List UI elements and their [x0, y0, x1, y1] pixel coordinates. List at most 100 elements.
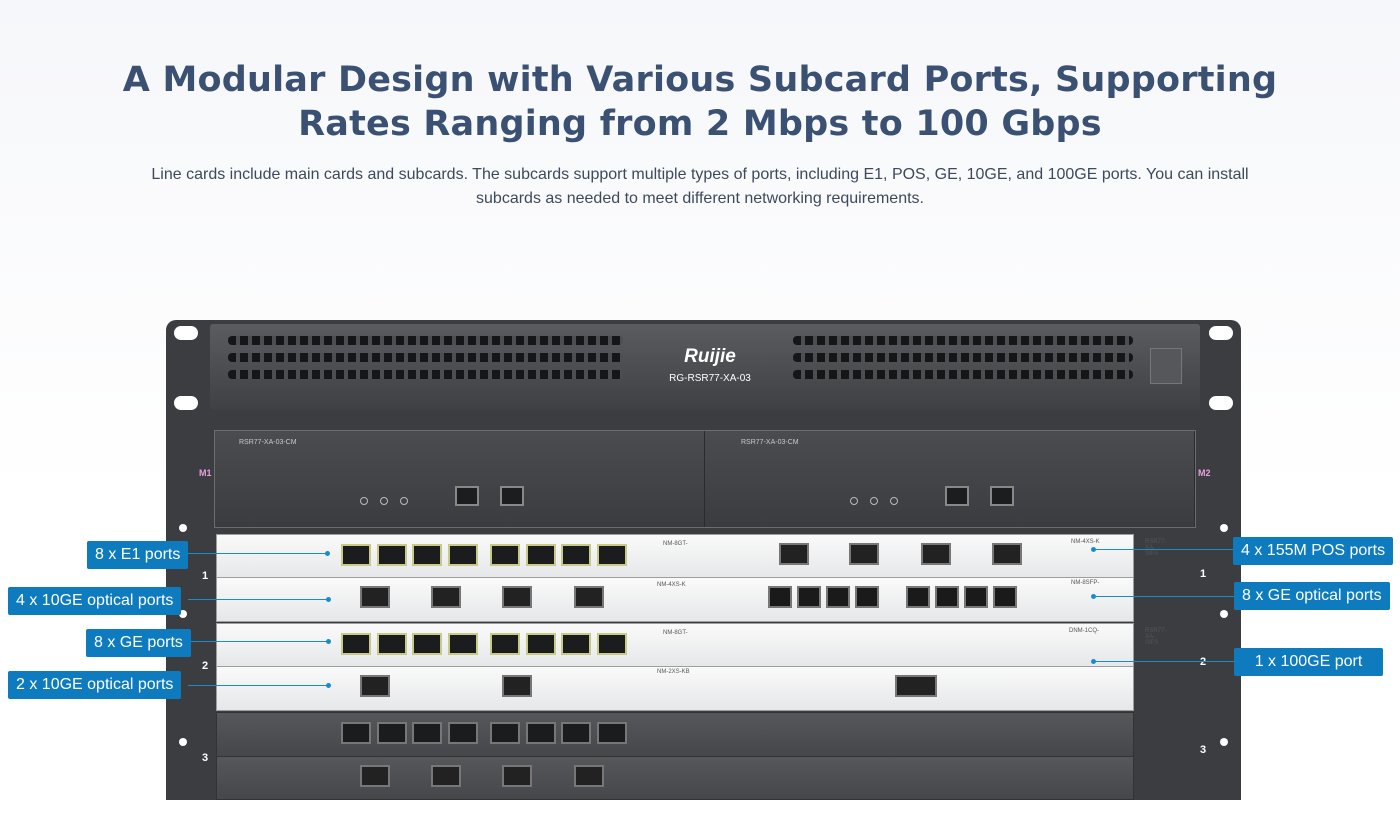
rack-ear-hole — [1209, 326, 1233, 340]
rack-ear-hole — [174, 326, 198, 340]
ge-port — [341, 722, 371, 744]
slot-number: 3 — [1200, 744, 1207, 756]
callout-e1-ports: 8 x E1 ports — [87, 541, 189, 569]
callout-dot — [1091, 659, 1096, 664]
subcard-10ge: NM-4XS-K NM-8SFP- — [216, 577, 1134, 622]
callout-dot — [325, 551, 330, 556]
ge-port — [448, 633, 478, 655]
e1-port — [377, 544, 407, 566]
mgmt-card-name: RSR77-XA-03-CM — [239, 439, 297, 446]
card-model: NM-8SFP- — [1071, 580, 1100, 586]
ge-port — [377, 722, 407, 744]
rack-hole — [1220, 610, 1228, 618]
callout-dot — [326, 597, 331, 602]
subcard-slot3 — [216, 712, 1134, 757]
rack-hole — [1220, 524, 1228, 532]
rack-hole — [1220, 738, 1228, 746]
callout-ge-ports: 8 x GE ports — [86, 629, 191, 657]
callout-leader — [1094, 661, 1234, 662]
e1-port — [526, 544, 556, 566]
console-port — [990, 486, 1014, 506]
ge-port — [597, 722, 627, 744]
mgmt-card-m2: RSR77-XA-03-CM — [705, 431, 1195, 527]
ge-port — [412, 633, 442, 655]
slot-label-m2: M2 — [1198, 468, 1211, 478]
ge-port — [526, 633, 556, 655]
status-led — [850, 497, 858, 505]
ge-optical-port — [935, 586, 959, 608]
card-model: DNM-1CQ- — [1069, 628, 1099, 634]
chassis-front-panel: Ruijie RG-RSR77-XA-03 — [210, 324, 1200, 410]
card-model: NM-2XS-KB — [657, 669, 690, 675]
card-model: NM-8GT- — [663, 630, 688, 636]
pos-port — [849, 543, 879, 565]
callout-100ge-port: 1 x 100GE port — [1234, 648, 1383, 676]
subcard-ge: NM-8GT- DNM-1CQ- RSR77-XA-SIP3 — [216, 623, 1166, 668]
slot-label-m1: M1 — [199, 468, 212, 478]
ge-port — [597, 633, 627, 655]
page-title: A Modular Design with Various Subcard Po… — [122, 60, 1278, 144]
rack-hole — [179, 610, 187, 618]
mgmt-port — [945, 486, 969, 506]
callout-dot — [1091, 594, 1096, 599]
ge-optical-port — [906, 586, 930, 608]
status-led — [380, 497, 388, 505]
callout-10ge-optical-ports: 4 x 10GE optical ports — [8, 587, 182, 615]
ge-port — [341, 633, 371, 655]
e1-port — [490, 544, 520, 566]
brand-logo: Ruijie — [684, 346, 736, 367]
e1-port — [561, 544, 591, 566]
ge-optical-port — [993, 586, 1017, 608]
rack-ear-hole — [1209, 396, 1233, 410]
mgmt-card-m1: RSR77-XA-03-CM — [215, 431, 705, 527]
card-model: NM-4XS-K — [1071, 539, 1100, 545]
10ge-optical-port — [574, 586, 604, 608]
ge-optical-port — [768, 586, 792, 608]
status-led — [400, 497, 408, 505]
ge-optical-port — [826, 586, 850, 608]
10ge-optical-port — [431, 765, 461, 787]
ge-optical-port — [964, 586, 988, 608]
card-model: NM-8GT- — [663, 541, 688, 547]
vent-grille — [228, 353, 623, 362]
vent-grille — [793, 336, 1133, 345]
10ge-optical-port — [574, 765, 604, 787]
pos-port — [779, 543, 809, 565]
slot-number: 2 — [1200, 656, 1207, 668]
slot-number: 1 — [1200, 568, 1207, 580]
e1-port — [597, 544, 627, 566]
status-led — [890, 497, 898, 505]
console-port — [500, 486, 524, 506]
card-model: RSR77-XA-SIP3 — [1145, 539, 1167, 557]
callout-dot — [326, 639, 331, 644]
slot-number: 1 — [202, 570, 209, 582]
callout-leader — [188, 641, 328, 642]
card-model: RSR77-XA-SIP3 — [1145, 628, 1167, 646]
status-led — [360, 497, 368, 505]
callout-leader — [187, 553, 327, 554]
callout-2x10ge-optical-ports: 2 x 10GE optical ports — [8, 671, 182, 699]
slot-number: 3 — [202, 752, 209, 764]
100ge-port — [895, 675, 937, 697]
10ge-optical-port — [502, 675, 532, 697]
status-led — [870, 497, 878, 505]
vent-grille — [793, 353, 1133, 362]
callout-leader — [1094, 549, 1234, 550]
ge-port — [561, 633, 591, 655]
router-chassis-image: Ruijie RG-RSR77-XA-03 RSR77-XA-03-CM RSR… — [166, 320, 1241, 800]
ge-port — [412, 722, 442, 744]
rack-ear-hole — [174, 396, 198, 410]
10ge-optical-port — [431, 586, 461, 608]
callout-leader — [1094, 596, 1234, 597]
indicator-window — [1150, 348, 1182, 384]
ge-port — [561, 722, 591, 744]
rack-hole — [179, 524, 187, 532]
callout-dot — [326, 683, 331, 688]
slot-number: 2 — [202, 660, 209, 672]
vent-grille — [228, 370, 623, 379]
rack-hole — [179, 738, 187, 746]
e1-port — [341, 544, 371, 566]
vent-grille — [228, 336, 623, 345]
10ge-optical-port — [360, 675, 390, 697]
callout-ge-optical-ports: 8 x GE optical ports — [1234, 582, 1390, 610]
